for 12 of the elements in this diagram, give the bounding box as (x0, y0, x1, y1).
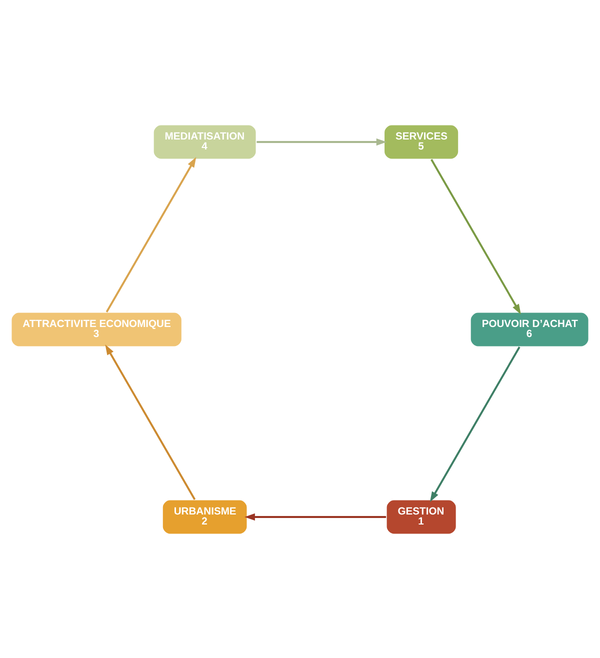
node-box: GESTION 1 (386, 498, 458, 535)
arrow (105, 344, 196, 500)
node-box: MEDIATISATION 4 (152, 123, 258, 160)
node-box: SERVICES 5 (383, 123, 460, 160)
arrow (430, 158, 521, 314)
arrow (430, 346, 520, 502)
node-box: ATTRACTIVITE ECONOMIQUE 3 (10, 310, 183, 348)
node-box: URBANISME 2 (162, 498, 248, 535)
arrow (256, 138, 387, 146)
arrow (106, 156, 196, 312)
arrow (244, 512, 386, 520)
node-box: POUVOIR D’ACHAT 6 (470, 310, 590, 348)
